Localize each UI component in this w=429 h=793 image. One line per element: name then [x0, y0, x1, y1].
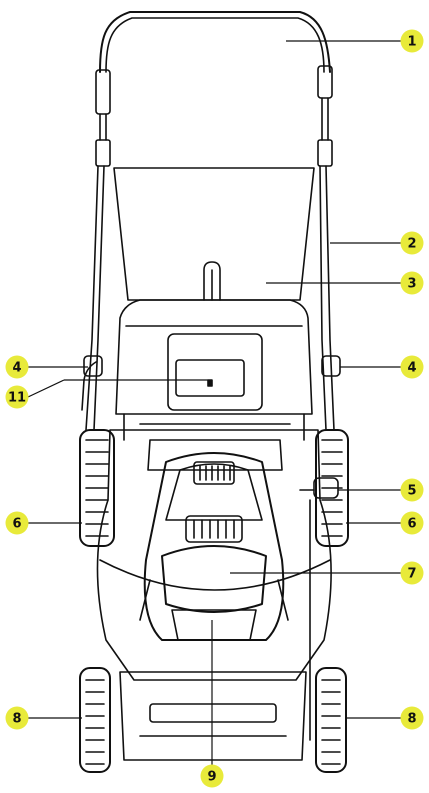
svg-text:6: 6	[407, 517, 416, 532]
callout-4-left: 4	[5, 355, 29, 379]
svg-text:4: 4	[12, 361, 21, 376]
svg-text:5: 5	[407, 484, 416, 499]
grass-bag	[113, 167, 315, 301]
svg-text:3: 3	[407, 277, 416, 292]
handle	[95, 11, 333, 167]
deck	[96, 429, 332, 681]
callout-9: 9	[200, 764, 224, 788]
callouts: 1 2 3 4 4 11 5 6	[5, 29, 424, 788]
svg-text:9: 9	[207, 770, 216, 785]
callout-7: 7	[400, 561, 424, 585]
lower-handle	[81, 165, 335, 431]
height-lever	[299, 477, 339, 499]
callout-3: 3	[400, 271, 424, 295]
callout-4-right: 4	[400, 355, 424, 379]
handle-knobs	[83, 355, 341, 377]
motor-cover	[139, 452, 289, 641]
callout-6-right: 6	[400, 511, 424, 535]
leader-lines	[27, 40, 401, 765]
svg-text:11: 11	[8, 391, 26, 406]
front-bumper	[119, 499, 311, 761]
svg-text:6: 6	[12, 517, 21, 532]
callout-5: 5	[400, 478, 424, 502]
rear-wheels	[79, 429, 349, 547]
callout-1: 1	[400, 29, 424, 53]
callout-11: 11	[5, 385, 29, 409]
callout-8-left: 8	[5, 706, 29, 730]
svg-text:7: 7	[407, 567, 416, 582]
svg-text:2: 2	[407, 237, 416, 252]
svg-text:4: 4	[407, 361, 416, 376]
svg-text:8: 8	[12, 712, 21, 727]
rear-housing	[115, 299, 313, 441]
callout-6-left: 6	[5, 511, 29, 535]
front-wheels	[79, 667, 347, 773]
callout-8-right: 8	[400, 706, 424, 730]
callout-2: 2	[400, 231, 424, 255]
mower-drawing	[79, 11, 349, 773]
svg-text:8: 8	[407, 712, 416, 727]
svg-text:1: 1	[407, 35, 416, 50]
